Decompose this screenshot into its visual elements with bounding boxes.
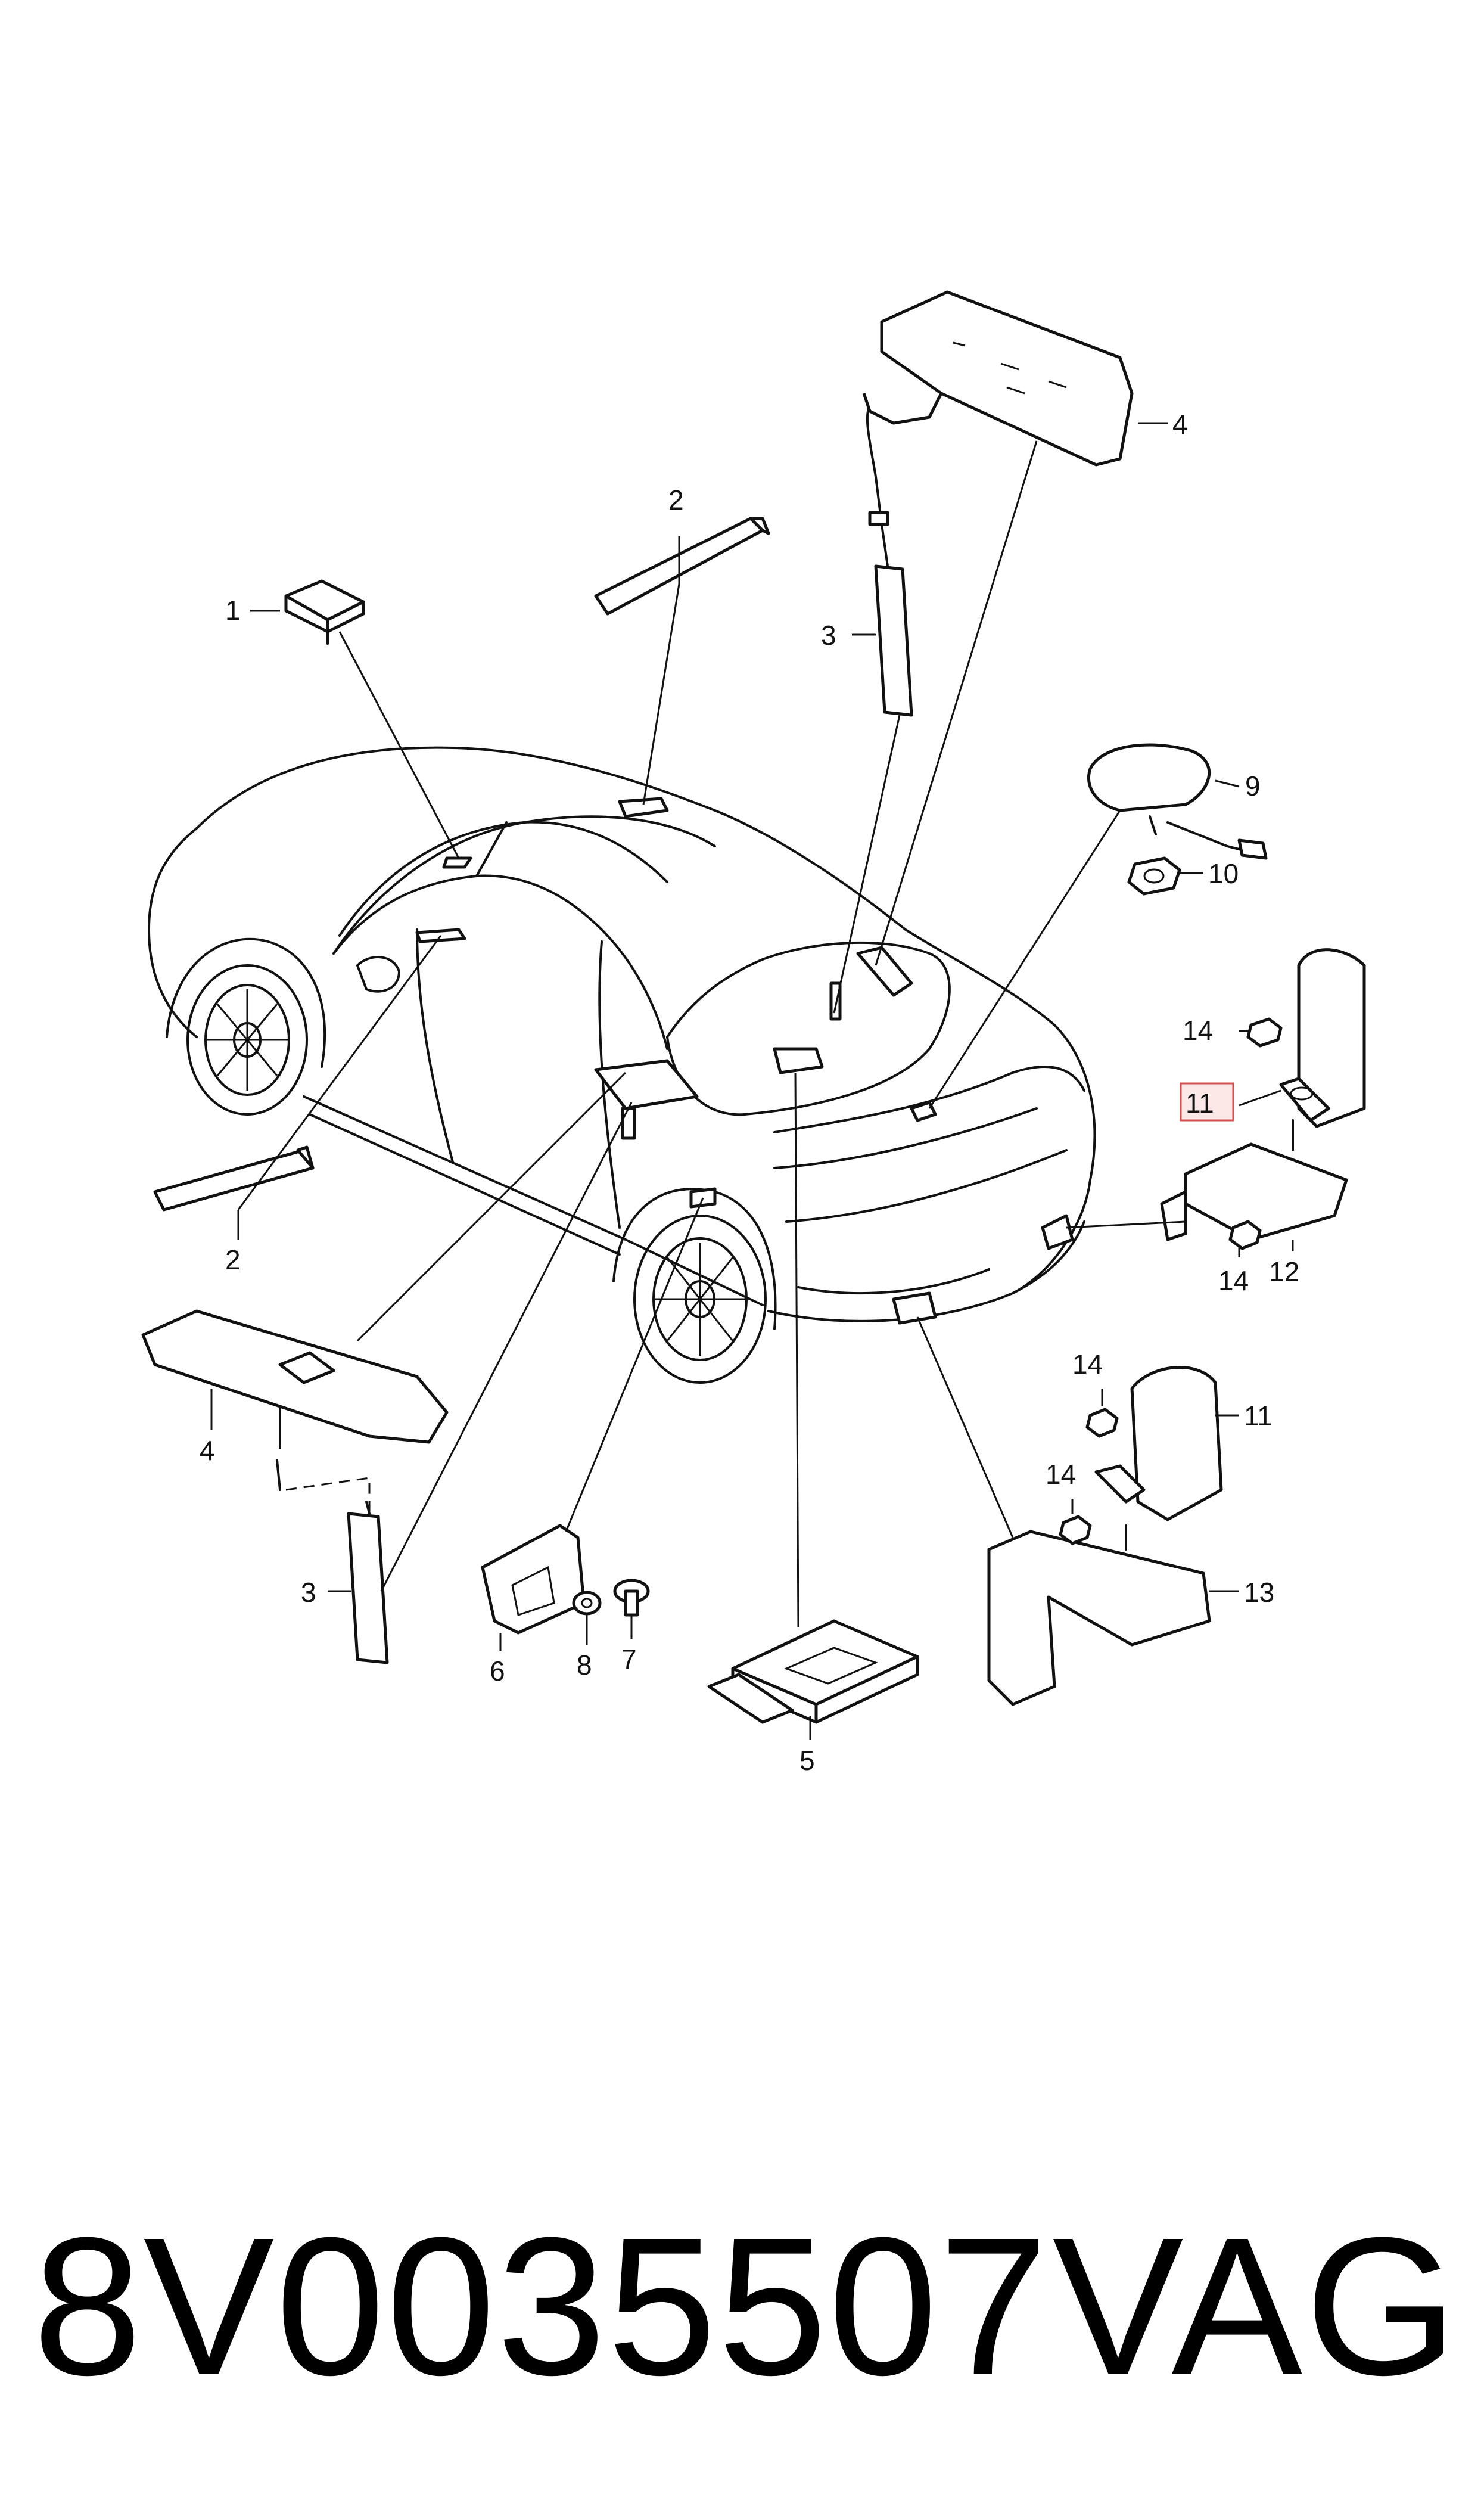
parts-diagram: 1 2 2 3 3 4 4 5 6 7 8 9 10 11 11 12 13 1…	[141, 290, 1366, 1776]
part-11-sensor-lower	[1094, 1366, 1223, 1521]
part-14-nuts	[1059, 1017, 1283, 1545]
callout-11-lower: 11	[1244, 1400, 1273, 1431]
callout-13: 13	[1244, 1577, 1274, 1608]
part-8-nut	[572, 1591, 602, 1616]
part-3-module-lower	[347, 1501, 389, 1664]
part-9-antenna-housing	[1087, 743, 1268, 860]
callout-14-d: 14	[1046, 1459, 1076, 1490]
part-12-bracket	[1160, 1119, 1348, 1241]
callout-4-upper: 4	[1172, 409, 1188, 440]
callout-7: 7	[621, 1644, 637, 1675]
brand-label: VAG	[1052, 2196, 1460, 2416]
callout-2-upper: 2	[668, 484, 684, 515]
part-3-module-upper	[866, 404, 913, 717]
part-11-sensor-upper	[1279, 948, 1366, 1128]
part-13-bracket	[987, 1524, 1211, 1706]
callout-3-lower: 3	[301, 1577, 316, 1608]
part-10-nut	[1127, 856, 1181, 896]
callout-1: 1	[225, 595, 241, 626]
footer: 8V0035507 VAG	[0, 2199, 1484, 2449]
part-4-bracket-lower	[141, 1309, 449, 1514]
callout-2-lower: 2	[225, 1244, 241, 1275]
part-7-bolt	[613, 1579, 650, 1617]
callout-10: 10	[1208, 858, 1239, 889]
leader-lines	[210, 422, 1294, 1740]
callout-6: 6	[490, 1655, 505, 1686]
part-2-antenna-lower	[153, 1145, 315, 1212]
callout-11-upper: 11	[1186, 1088, 1214, 1119]
part-5-antenna-pad	[707, 1619, 919, 1724]
part-6-bracket	[481, 1524, 586, 1635]
part-4-bracket-upper	[862, 290, 1134, 467]
part-1-sensor	[284, 579, 365, 645]
callout-9: 9	[1245, 771, 1261, 802]
callout-3-upper: 3	[821, 620, 836, 651]
callout-8: 8	[577, 1650, 592, 1681]
car-illustration	[148, 746, 1096, 1384]
callout-labels: 1 2 2 3 3 4 4 5 6 7 8 9 10 11 11 12 13 1…	[200, 409, 1299, 1776]
part-number: 8V0035507	[33, 2196, 1050, 2416]
callout-14-b: 14	[1218, 1265, 1249, 1296]
callout-11-highlight	[1180, 1082, 1234, 1122]
callout-14-c: 14	[1072, 1349, 1103, 1380]
callout-14-a: 14	[1183, 1015, 1213, 1046]
callout-5: 5	[799, 1745, 815, 1776]
callout-12: 12	[1269, 1256, 1299, 1287]
part-2-antenna-upper	[594, 517, 770, 616]
callout-4-lower: 4	[200, 1435, 215, 1466]
